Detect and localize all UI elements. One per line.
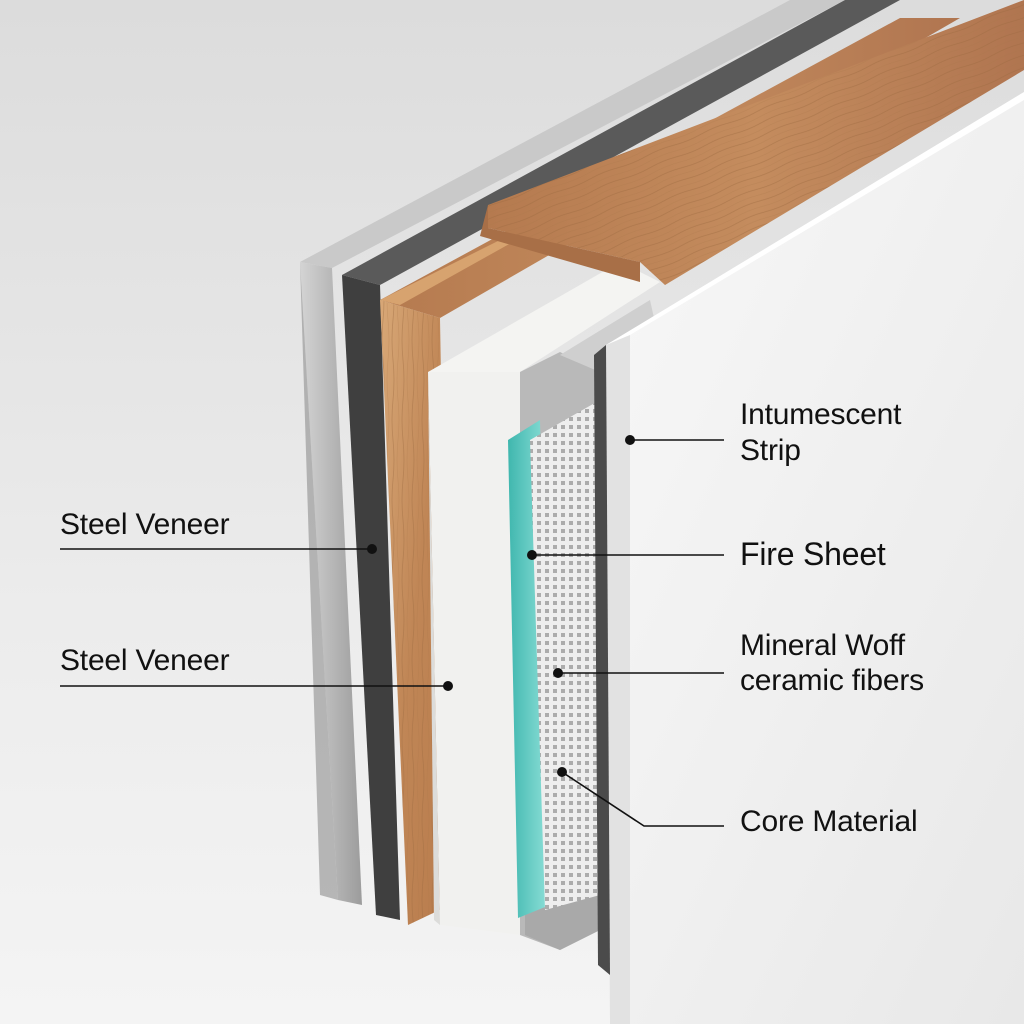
- dot-mineral: [553, 668, 563, 678]
- label-mineral-line1: Mineral Woff: [740, 629, 905, 662]
- label-core-material: Core Material: [740, 805, 918, 838]
- leader-core: [561, 771, 724, 827]
- label-intumescent-line2: Strip: [740, 434, 801, 467]
- dot-fire-sheet: [527, 550, 537, 560]
- mineral-board-front: [428, 372, 520, 935]
- dark-layer-front: [342, 275, 400, 920]
- label-steel-veneer-bottom: Steel Veneer: [60, 644, 230, 677]
- steel-veneer-top-edge: [300, 0, 845, 268]
- mineral-board-top-edge: [428, 262, 660, 372]
- dot-steel-veneer-top: [367, 544, 377, 554]
- dark-layer-top-edge: [342, 0, 900, 285]
- leader-lines: [60, 439, 724, 827]
- dot-core: [557, 767, 567, 777]
- label-mineral-line2: ceramic fibers: [740, 664, 924, 697]
- dot-intumescent: [625, 435, 635, 445]
- core-mesh-layer: [530, 400, 600, 910]
- label-intumescent-line1: Intumescent: [740, 398, 902, 431]
- dot-steel-veneer-bottom: [443, 681, 453, 691]
- label-steel-veneer-top: Steel Veneer: [60, 508, 230, 541]
- label-fire-sheet: Fire Sheet: [740, 536, 886, 572]
- white-face-panel: [606, 92, 1024, 1024]
- steel-veneer-front: [300, 262, 362, 905]
- leader-dots: [367, 435, 635, 777]
- intumescent-strip-edge: [606, 335, 630, 1024]
